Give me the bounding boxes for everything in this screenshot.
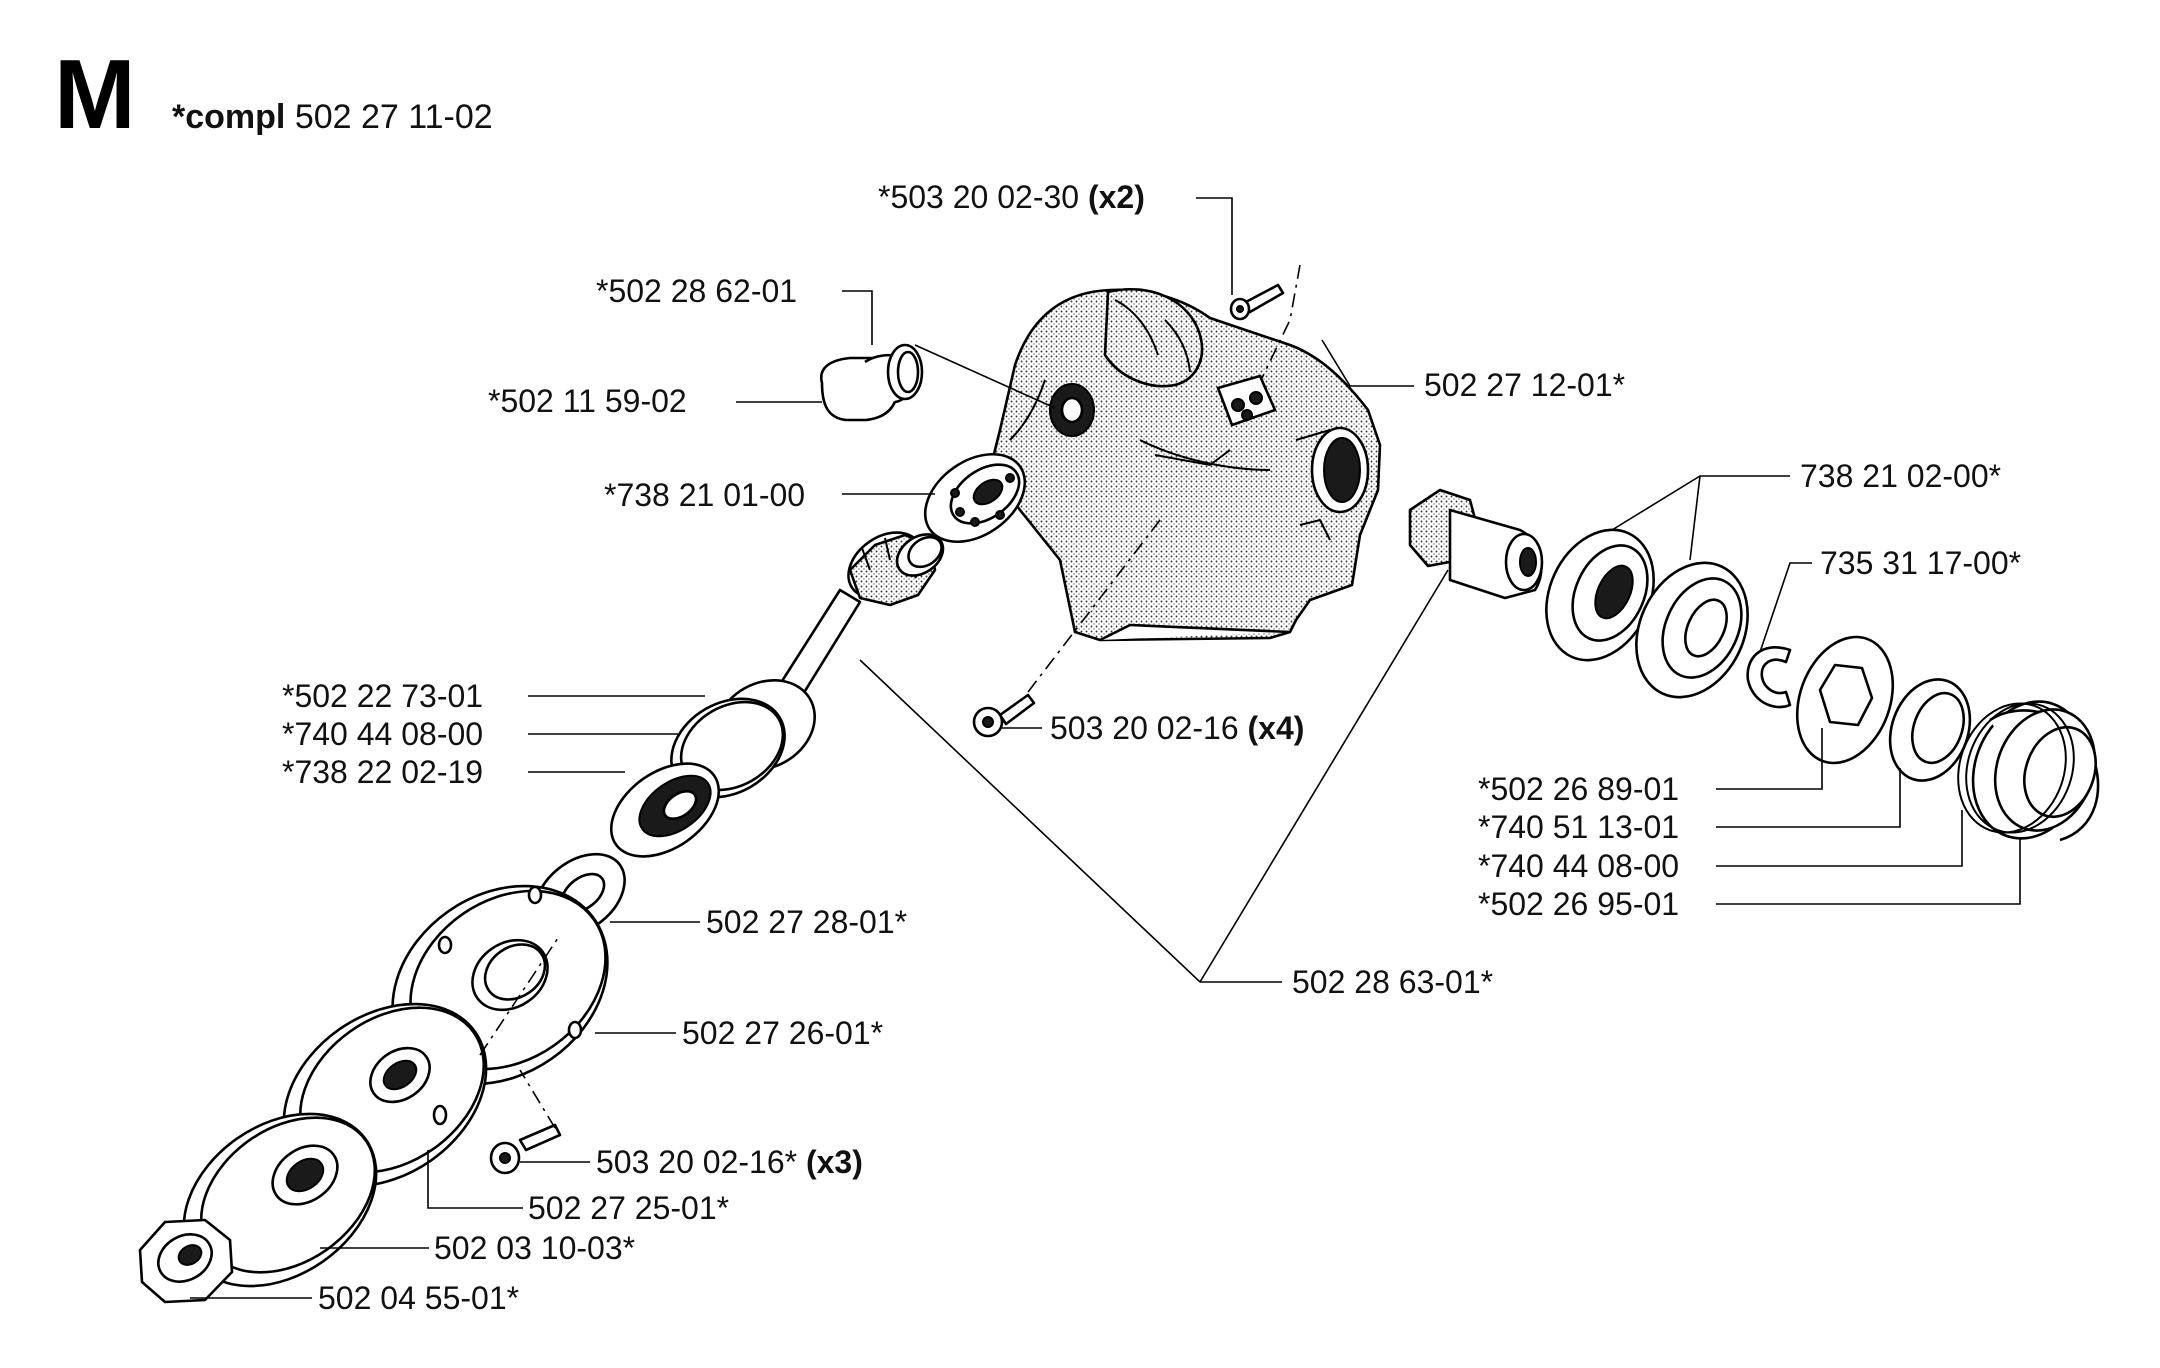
bearing-738-21-02-00-a (1545, 528, 1655, 662)
callout-502-27-28-01: 502 27 28-01* (706, 904, 907, 940)
callout-502-26-89-01: *502 26 89-01 (1478, 771, 1679, 807)
complete-assembly-label: *compl 502 27 11-02 (172, 98, 493, 136)
nut-502-04-55-01 (138, 1218, 234, 1304)
screw-503-20-02-16-x3 (489, 1123, 562, 1175)
collar-502-26-95-01 (1971, 700, 2100, 842)
bearing-738-21-01-00 (923, 452, 1027, 544)
callout-735-31-17-00: 735 31 17-00* (1820, 545, 2021, 581)
callout-502-11-59-02: *502 11 59-02 (488, 383, 687, 419)
screw-503-20-02-30 (1229, 283, 1285, 321)
callout-740-44-08-00-right: *740 44 08-00 (1478, 848, 1679, 884)
compl-number: 502 27 11-02 (295, 98, 493, 136)
compl-prefix: *compl (172, 98, 285, 136)
callout-738-21-02-00: 738 21 02-00* (1800, 458, 2001, 494)
bearing-738-22-02-19 (609, 762, 721, 858)
callout-502-27-25-01: 502 27 25-01* (528, 1190, 729, 1226)
o-ring-502-28-62-01 (886, 343, 924, 401)
callout-503-20-02-30: *503 20 02-30 (x2) (878, 179, 1145, 215)
callout-502-28-63-01: 502 28 63-01* (1292, 964, 1493, 1000)
seal-740-51-13-01 (1888, 678, 1972, 782)
hex-washer-502-26-89-01 (1795, 635, 1895, 765)
section-letter: M (54, 39, 136, 149)
callout-labels: *503 20 02-30 (x2) *502 28 62-01 *502 11… (282, 179, 2021, 1316)
o-ring-740-44-08-00-right (1957, 702, 2075, 834)
bearing-738-21-02-00-b (1635, 561, 1749, 699)
callout-502-03-10-03: 502 03 10-03* (434, 1230, 635, 1266)
callout-740-44-08-00-left: *740 44 08-00 (282, 716, 483, 752)
callout-738-21-01-00: *738 21 01-00 (604, 477, 805, 513)
callout-503-20-02-16-x4: 503 20 02-16 (x4) (1050, 710, 1304, 746)
circlip-735-31-17-00 (1746, 646, 1792, 709)
callout-502-22-73-01: *502 22 73-01 (282, 678, 483, 714)
callout-502-04-55-01: 502 04 55-01* (318, 1280, 519, 1316)
callout-502-27-12-01: 502 27 12-01* (1424, 367, 1625, 403)
callout-503-20-02-16-x3: 503 20 02-16* (x3) (596, 1144, 863, 1180)
callout-502-27-26-01: 502 27 26-01* (682, 1015, 883, 1051)
gear-housing (988, 287, 1382, 642)
callout-502-26-95-01: *502 26 95-01 (1478, 886, 1679, 922)
spindle-gear-left (768, 531, 945, 720)
screw-503-20-02-16-x4 (972, 693, 1036, 738)
leader-lines (190, 197, 2021, 1299)
callout-502-28-62-01: *502 28 62-01 (596, 273, 797, 309)
spindle-gear-right (1408, 488, 1544, 600)
callout-740-51-13-01: *740 51 13-01 (1478, 809, 1679, 845)
callout-738-22-02-19: *738 22 02-19 (282, 754, 483, 790)
cup-502-03-10-03 (182, 1112, 378, 1288)
